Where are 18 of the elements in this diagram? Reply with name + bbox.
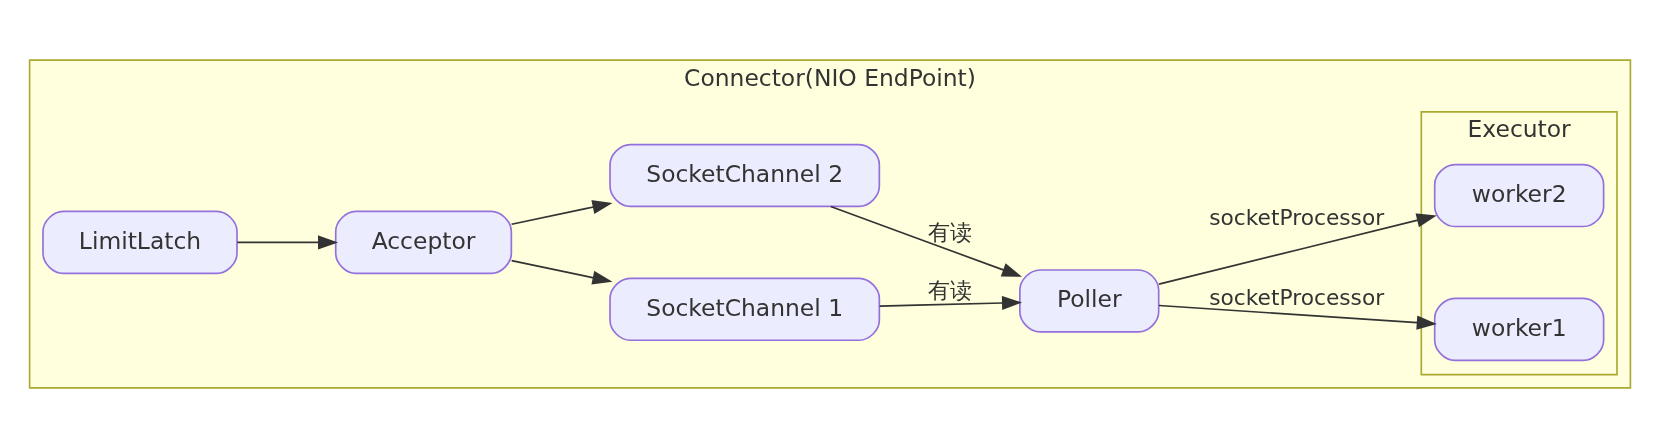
arrow — [510, 259, 613, 285]
arrow — [236, 235, 339, 250]
edge-label: 有读 — [927, 278, 972, 304]
edge-label: socketProcessor — [1209, 284, 1385, 310]
node-box: LimitLatch — [42, 210, 238, 275]
edge-label: 有读 — [927, 219, 972, 245]
node-box: Acceptor — [334, 210, 513, 275]
arrow — [829, 205, 1023, 277]
node-box: worker1 — [1433, 297, 1605, 362]
edge-label: socketProcessor — [1209, 204, 1385, 230]
node-box: SocketChannel 1 — [609, 277, 881, 342]
arrow — [878, 296, 1023, 311]
node-box: Poller — [1019, 269, 1160, 333]
arrow — [1158, 213, 1437, 285]
node-box: SocketChannel 2 — [609, 143, 881, 208]
arrow — [1158, 304, 1437, 330]
arrow — [510, 200, 613, 226]
node-box: worker2 — [1433, 163, 1605, 228]
